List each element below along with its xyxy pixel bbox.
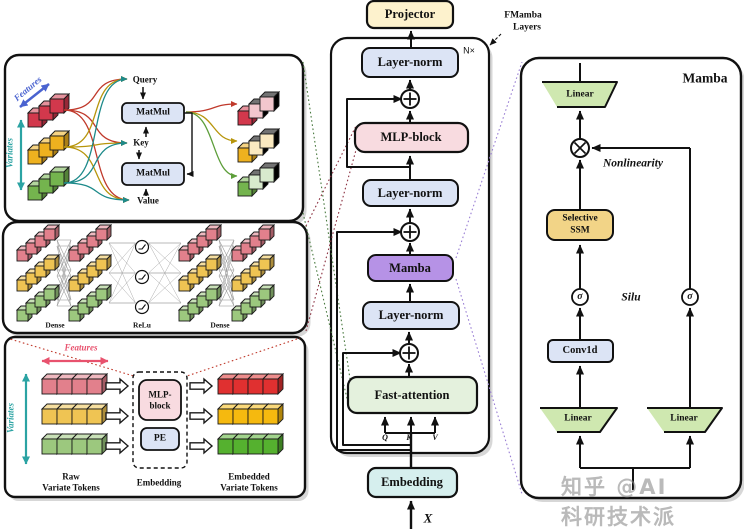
layer-norm-3-label: Layer-norm bbox=[378, 307, 444, 322]
matmul-2-label: MatMul bbox=[136, 168, 170, 179]
mlp-block-label: MLP-block bbox=[380, 129, 442, 144]
mamba-detail-panel bbox=[519, 56, 743, 500]
linear-out-label: Linear bbox=[566, 89, 594, 100]
pe-label: PE bbox=[153, 433, 167, 444]
attention-detail-content bbox=[17, 76, 281, 203]
mamba-block-label: Mamba bbox=[389, 260, 431, 275]
variates-axis-label-2: Variates bbox=[5, 402, 16, 434]
n-times-label: N× bbox=[463, 45, 475, 56]
silu-label: Silu bbox=[621, 291, 641, 304]
sigma-right-label: σ bbox=[687, 291, 693, 302]
nonlinearity-label: Nonlinearity bbox=[602, 157, 664, 170]
conv1d-label: Conv1d bbox=[562, 344, 598, 356]
embedding-detail-content bbox=[22, 357, 285, 469]
mlp-block-small-label-line2: block bbox=[149, 400, 171, 411]
add-operator-icons bbox=[399, 89, 420, 363]
value-label: Value bbox=[137, 195, 159, 206]
main-stack bbox=[346, 0, 479, 499]
embedded-tokens-caption-line2: Variate Tokens bbox=[220, 482, 278, 493]
fmamba-layers-label-line1: FMamba bbox=[504, 10, 542, 21]
dense-2-label: Dense bbox=[210, 320, 230, 330]
fast-attention-label: Fast-attention bbox=[374, 387, 450, 402]
embedding-block-label: Embedding bbox=[381, 474, 443, 489]
watermark-text: 知乎 @AI科研技术派 bbox=[561, 475, 676, 529]
main-flow-arrows bbox=[336, 30, 502, 529]
mlp-block-small-label-line1: MLP- bbox=[148, 389, 172, 400]
variates-axis-label: Variates bbox=[4, 137, 15, 169]
v-label: V bbox=[432, 433, 438, 442]
matmul-1-label: MatMul bbox=[136, 107, 170, 118]
linear-left-label: Linear bbox=[564, 413, 592, 424]
dense-1-label: Dense bbox=[45, 320, 65, 330]
k-label: K bbox=[406, 433, 412, 442]
projector-label: Projector bbox=[384, 6, 436, 21]
raw-tokens-caption-line2: Variate Tokens bbox=[42, 482, 100, 493]
query-label: Query bbox=[132, 74, 158, 85]
mamba-detail-content bbox=[540, 63, 723, 490]
q-label: Q bbox=[382, 433, 388, 442]
key-label: Key bbox=[133, 137, 149, 148]
selective-ssm-label-line1: Selective bbox=[562, 213, 598, 224]
embedded-tokens-caption-line1: Embedded bbox=[228, 471, 270, 482]
embedding-caption: Embedding bbox=[136, 477, 182, 488]
raw-tokens-caption-line1: Raw bbox=[62, 471, 80, 482]
sigma-left-label: σ bbox=[577, 291, 583, 302]
fmamba-layers-label-line2: Layers bbox=[513, 22, 541, 33]
features-axis-label-2: Features bbox=[64, 342, 98, 353]
mamba-panel-title: Mamba bbox=[682, 70, 728, 86]
input-x-label: X bbox=[423, 510, 433, 526]
layer-norm-2-label: Layer-norm bbox=[377, 185, 443, 200]
mlp-detail-content bbox=[15, 223, 276, 323]
linear-right-label: Linear bbox=[670, 413, 698, 424]
relu-label: ReLu bbox=[133, 320, 151, 330]
selective-ssm-label-line2: SSM bbox=[570, 225, 590, 236]
layer-norm-1-label: Layer-norm bbox=[377, 54, 443, 69]
